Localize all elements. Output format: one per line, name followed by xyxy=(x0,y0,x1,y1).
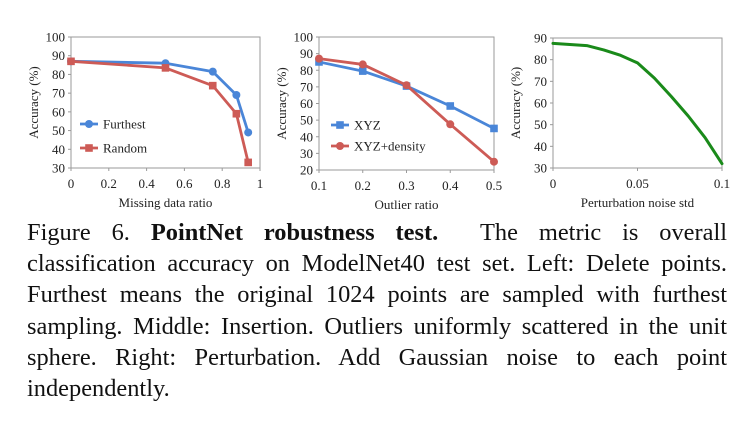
chart1-y-tick-label: 100 xyxy=(46,30,66,45)
chart2-y-tick-label: 40 xyxy=(300,129,313,144)
chart3-series-line-line xyxy=(551,41,724,166)
chart1-data-point xyxy=(208,67,217,76)
chart1-y-tick-label: 50 xyxy=(52,123,65,138)
chart2-y-tick-label: 60 xyxy=(300,96,313,111)
chart1-data-point xyxy=(244,158,252,167)
chart3-y-tick-label: 80 xyxy=(534,52,547,67)
chart2-data-point xyxy=(358,67,367,75)
figure-caption: Figure 6. PointNet robustness test. The … xyxy=(27,217,727,404)
chart1-y-tick-label: 80 xyxy=(52,67,65,82)
chart3-y-tick-label: 90 xyxy=(534,31,547,46)
chart2-y-tick-label: 100 xyxy=(294,30,314,45)
chart1-y-axis-title: Accuracy (%) xyxy=(26,66,41,139)
caption-title: PointNet robustness test. xyxy=(150,219,439,246)
chart3-y-tick-label: 40 xyxy=(534,139,547,154)
chart1-legend-label: Random xyxy=(103,141,147,156)
chart3-y-tick-label: 70 xyxy=(534,74,547,89)
chart1-data-point xyxy=(244,128,253,137)
chart2-x-axis-title: Outlier ratio xyxy=(375,197,439,212)
chart3-y-tick-label: 50 xyxy=(534,117,547,132)
chart2-legend-marker xyxy=(336,142,344,150)
chart1-data-point xyxy=(67,57,75,66)
chart2-legend-label: XYZ xyxy=(354,118,381,133)
chart3-y-axis-title: Accuracy (%) xyxy=(508,67,523,140)
chart2-x-tick-label: 0.2 xyxy=(355,178,371,193)
chart3-x-tick-label: 0.05 xyxy=(626,176,649,191)
chart2-x-tick-label: 0.5 xyxy=(486,178,502,193)
chart2-legend-label: XYZ+density xyxy=(354,139,426,154)
chart3-x-axis-title: Perturbation noise std xyxy=(581,195,695,210)
chart3-plot-frame xyxy=(552,37,723,169)
chart2-y-tick-label: 30 xyxy=(300,146,313,161)
chart2-data-point xyxy=(358,60,367,69)
chart2-data-point xyxy=(446,102,455,110)
chart2-y-axis-title: Accuracy (%) xyxy=(274,67,289,140)
chart1-x-tick-label: 0.2 xyxy=(101,176,117,191)
chart3-x-tick-label: 0 xyxy=(550,176,557,191)
chart2-legend-marker xyxy=(336,121,344,129)
chart2-y-tick-label: 50 xyxy=(300,113,313,128)
chart1-data-point xyxy=(232,91,241,100)
chart1-x-tick-label: 0.6 xyxy=(176,176,193,191)
chart2-data-point xyxy=(402,81,411,90)
chart2-x-tick-label: 0.3 xyxy=(398,178,414,193)
caption-body: The metric is overall classification acc… xyxy=(27,219,728,403)
chart2-y-tick-label: 90 xyxy=(300,46,313,61)
chart2-data-point xyxy=(315,54,323,63)
chart1-y-tick-label: 90 xyxy=(52,48,65,63)
chart1-y-tick-label: 30 xyxy=(52,161,65,176)
chart1-x-axis-title: Missing data ratio xyxy=(119,195,213,210)
chart3-x-tick-label: 0.1 xyxy=(714,176,730,191)
chart1-data-point xyxy=(232,109,241,118)
chart1-data-point xyxy=(208,81,217,90)
chart1-legend-label: Furthest xyxy=(103,117,146,132)
chart3-y-tick-label: 60 xyxy=(534,96,547,111)
chart1-x-tick-label: 0 xyxy=(68,176,75,191)
chart1-y-tick-label: 40 xyxy=(52,142,65,157)
chart1-x-tick-label: 0.8 xyxy=(214,176,230,191)
chart2-x-tick-label: 0.1 xyxy=(311,178,327,193)
chart1-x-tick-label: 0.4 xyxy=(138,176,155,191)
chart2-series-xyz-line xyxy=(317,60,496,130)
chart2-y-tick-label: 80 xyxy=(300,63,313,78)
chart2-x-tick-label: 0.4 xyxy=(442,178,459,193)
chart2-data-point xyxy=(490,157,498,166)
chart3-y-tick-label: 30 xyxy=(534,161,547,176)
chart1-plot-frame xyxy=(70,36,261,169)
chart1-legend-marker xyxy=(85,120,93,128)
chart1-x-tick-label: 1 xyxy=(257,176,264,191)
chart1-data-point xyxy=(161,64,170,72)
chart2-y-tick-label: 20 xyxy=(300,163,313,178)
chart2-y-tick-label: 70 xyxy=(300,79,313,94)
chart2-data-point xyxy=(446,120,455,129)
chart2-data-point xyxy=(490,124,498,133)
chart1-legend-marker xyxy=(85,144,93,152)
caption-prefix: Figure 6. xyxy=(27,219,130,246)
chart1-y-tick-label: 70 xyxy=(52,86,65,101)
chart1-y-tick-label: 60 xyxy=(52,104,65,119)
